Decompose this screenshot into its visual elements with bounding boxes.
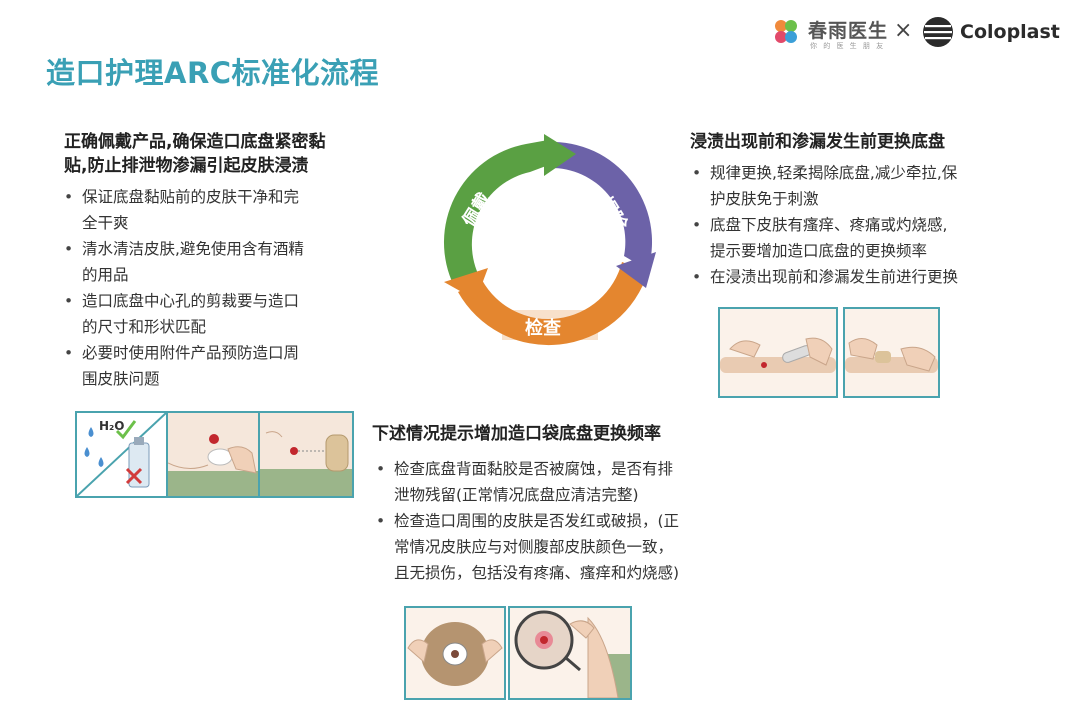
times-sign: ×: [894, 18, 913, 43]
water-vs-alcohol-illustration: H₂O: [75, 411, 168, 498]
check-arc: [458, 262, 648, 346]
stoma-measuring-illustration: [258, 411, 354, 498]
partner-name: 春雨医生: [808, 20, 889, 42]
list-item: 底盘下皮肤有瘙痒、疼痛或灼烧感,提示要增加造口底盘的更换频率: [690, 212, 1015, 264]
wear-arrow-head: [544, 134, 576, 176]
baseplate-check-illustration: [404, 606, 506, 700]
skin-check-illustration: [508, 606, 632, 700]
gentle-peel-illustration: [843, 307, 940, 398]
chunyu-logo-icon: [775, 20, 797, 43]
partner-slogan: 你 的 医 生 朋 友: [810, 42, 886, 50]
hand-peel-icon: [845, 338, 938, 373]
logo-bar: 春雨医生 你 的 医 生 朋 友 × Coloplast: [770, 14, 1060, 54]
mirror-check-icon: [514, 610, 630, 698]
h2o-label: H₂O: [99, 419, 125, 433]
right-heading: 浸渍出现前和渗漏发生前更换底盘: [690, 132, 945, 152]
removing-baseplate-illustration: [718, 307, 838, 398]
baseplate-icon: [260, 431, 352, 496]
middle-heading: 下述情况提示增加造口袋底盘更换频率: [372, 424, 661, 444]
baseplate-back-icon: [407, 622, 503, 686]
skin-cleaning-illustration: [166, 411, 260, 498]
arc-cycle-diagram: [443, 134, 656, 346]
cleaning-icon: [168, 434, 258, 496]
list-item: 检查造口周围的皮肤是否发红或破损，(正常情况皮肤应与对侧腹部皮肤颜色一致，且无损…: [374, 508, 754, 586]
wear-arc: [443, 140, 562, 286]
water-drop-icon: [77, 413, 166, 496]
check-arrow-head: [444, 268, 488, 300]
check-label: 检查: [525, 318, 561, 339]
left-heading: 正确佩戴产品,确保造口底盘紧密黏 贴,防止排泄物渗漏引起皮肤浸渍: [64, 132, 326, 176]
coloplast-logo-icon: [923, 17, 953, 47]
hand-remove-icon: [720, 337, 836, 373]
page-title: 造口护理ARC标准化流程: [46, 56, 380, 90]
remove-arc: [548, 141, 653, 270]
brand-name: Coloplast: [960, 21, 1060, 43]
list-item: 在浸渍出现前和渗漏发生前进行更换: [690, 264, 1015, 290]
remove-arrow-head: [616, 252, 656, 288]
